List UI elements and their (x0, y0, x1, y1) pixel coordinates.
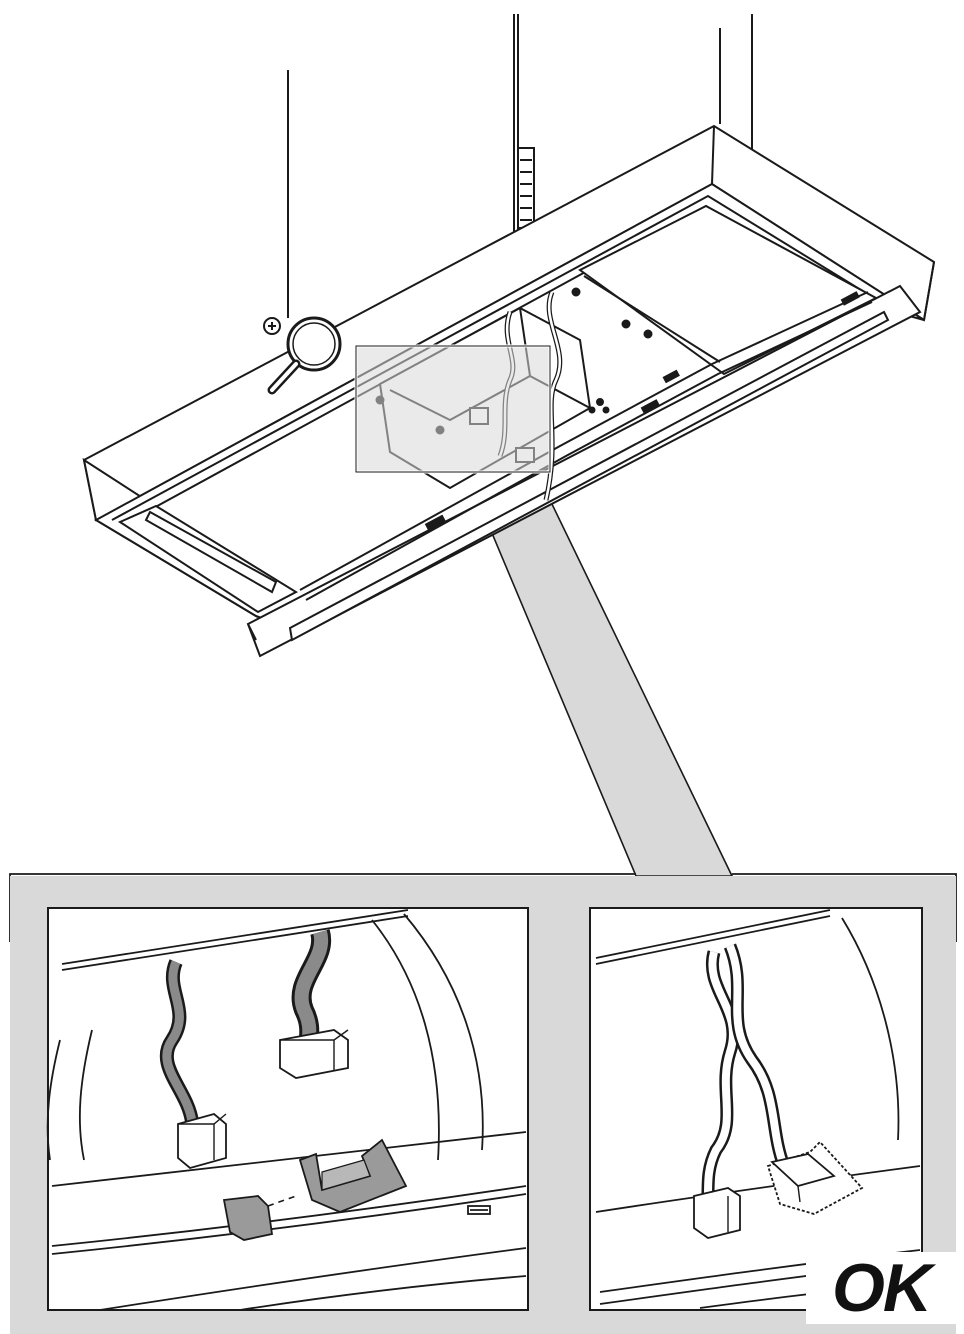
zoom-in-magnifier-icon (263, 316, 342, 395)
detail-correct-panel (589, 907, 923, 1311)
detail-incorrect-panel (46, 907, 529, 1311)
ok-label: OK (806, 1252, 956, 1324)
callout-zoom-box (354, 344, 552, 474)
